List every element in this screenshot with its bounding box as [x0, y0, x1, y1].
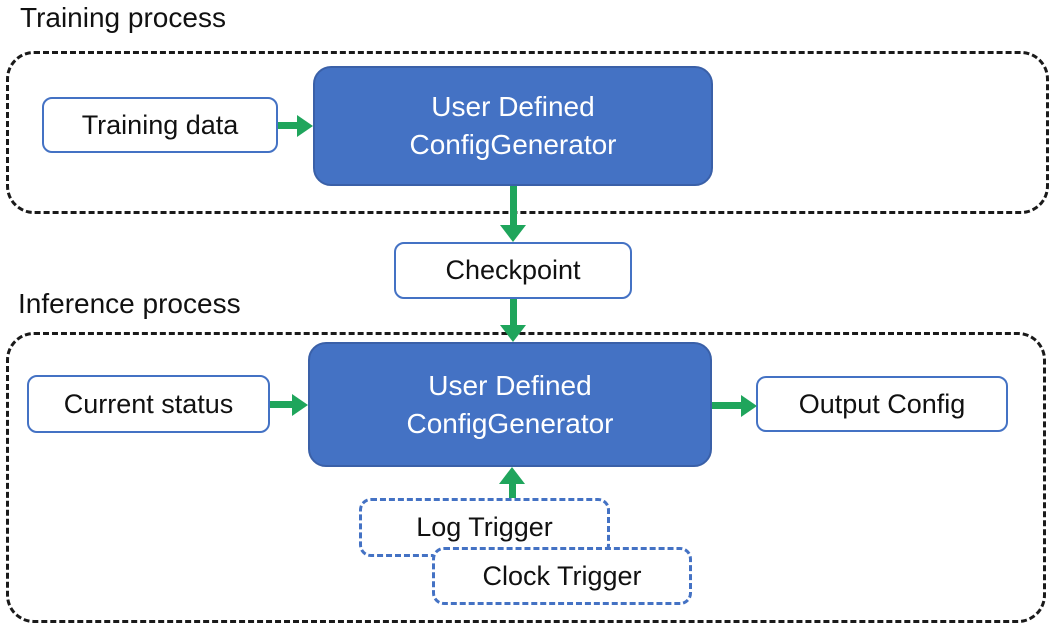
config-generator-training-line1: User Defined: [431, 91, 595, 122]
arrow-checkpoint-to-generator-shaft-icon: [510, 299, 517, 327]
arrow-trigger-to-generator-head-icon: [499, 467, 525, 484]
checkpoint-node: Checkpoint: [394, 242, 632, 299]
training-data-node: Training data: [42, 97, 278, 153]
training-process-container: [6, 51, 1049, 214]
config-generator-inference-node: User Defined ConfigGenerator: [308, 342, 712, 467]
arrow-generator-to-output-head-icon: [741, 395, 757, 417]
arrow-training-data-to-generator-head-icon: [297, 115, 313, 137]
arrow-checkpoint-to-generator-head-icon: [500, 325, 526, 342]
config-generator-training-line2: ConfigGenerator: [409, 129, 617, 160]
arrow-generator-to-checkpoint-shaft-icon: [510, 186, 517, 227]
output-config-node: Output Config: [756, 376, 1008, 432]
arrow-training-data-to-generator-shaft-icon: [278, 122, 299, 129]
arrow-trigger-to-generator-shaft-icon: [509, 483, 516, 498]
arrow-current-status-to-generator-head-icon: [292, 394, 308, 416]
inference-process-label: Inference process: [18, 288, 241, 319]
arrow-current-status-to-generator-shaft-icon: [270, 401, 293, 408]
config-generator-inference-line1: User Defined: [428, 369, 592, 401]
clock-trigger-node: Clock Trigger: [432, 547, 692, 605]
arrow-generator-to-checkpoint-head-icon: [500, 225, 526, 242]
config-generator-training-node: User Defined ConfigGenerator: [313, 66, 713, 186]
current-status-node: Current status: [27, 375, 270, 433]
training-process-label: Training process: [20, 2, 226, 33]
arrow-generator-to-output-shaft-icon: [712, 402, 742, 409]
config-generator-inference-line2: ConfigGenerator: [406, 407, 614, 439]
inference-process-container: [6, 332, 1046, 623]
